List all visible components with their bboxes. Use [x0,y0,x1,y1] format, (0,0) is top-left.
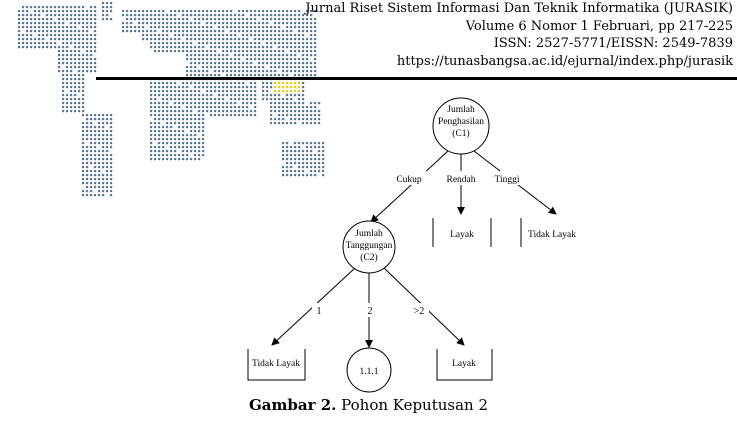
leaf-c2-layak-box [436,349,493,381]
journal-title: Jurnal Riset Sistem Informasi Dan Teknik… [305,1,733,16]
edge-cukup [370,150,449,223]
journal-issn: ISSN: 2527-5771/EISSN: 2549-7839 [493,36,733,51]
branch-label-tinggi: Tinggi [495,175,520,185]
branch-label-cukup: Cukup [396,175,422,185]
node-111 [346,347,392,393]
branch-label-2: 2 [368,306,373,317]
branch-label-rendah: Rendah [446,175,475,185]
node-111-label: 1.1.1 [360,367,379,377]
journal-volume: Volume 6 Nomor 1 Februari, pp 217-225 [465,18,733,34]
root-node-line1: Jumlah [447,105,475,115]
node-c2-line1: Jumlah [355,229,383,239]
root-node-line2: Penghasilan [438,117,484,127]
journal-url: https://tunasbangsa.ac.id/ejurnal/index.… [396,53,733,69]
figure-caption-text: Pohon Keputusan 2 [336,396,489,414]
figure-caption-label: Gambar 2. [248,396,337,414]
node-c2-line2: Tanggungan [346,241,393,251]
root-node-line3: (C1) [452,128,469,139]
leaf-layak-box [432,218,492,247]
leaf-c2-tidak-layak-label: Tidak Layak [252,359,300,369]
leaf-tidak-layak-label: Tidak Layak [528,230,576,240]
leaf-layak-label: Layak [450,230,474,240]
leaf-c2-layak-label: Layak [452,359,476,369]
world-map-logo [18,2,325,197]
journal-header: Jurnal Riset Sistem Informasi Dan Teknik… [305,0,733,70]
header-rule [96,77,737,80]
branch-label-1: 1 [317,306,322,317]
branch-label-gt2: >2 [414,306,425,317]
node-c2-line3: (C2) [360,252,377,263]
figure-caption: Gambar 2. Pohon Keputusan 2 [0,396,737,414]
leaf-c2-tidak-layak-box [247,349,306,381]
